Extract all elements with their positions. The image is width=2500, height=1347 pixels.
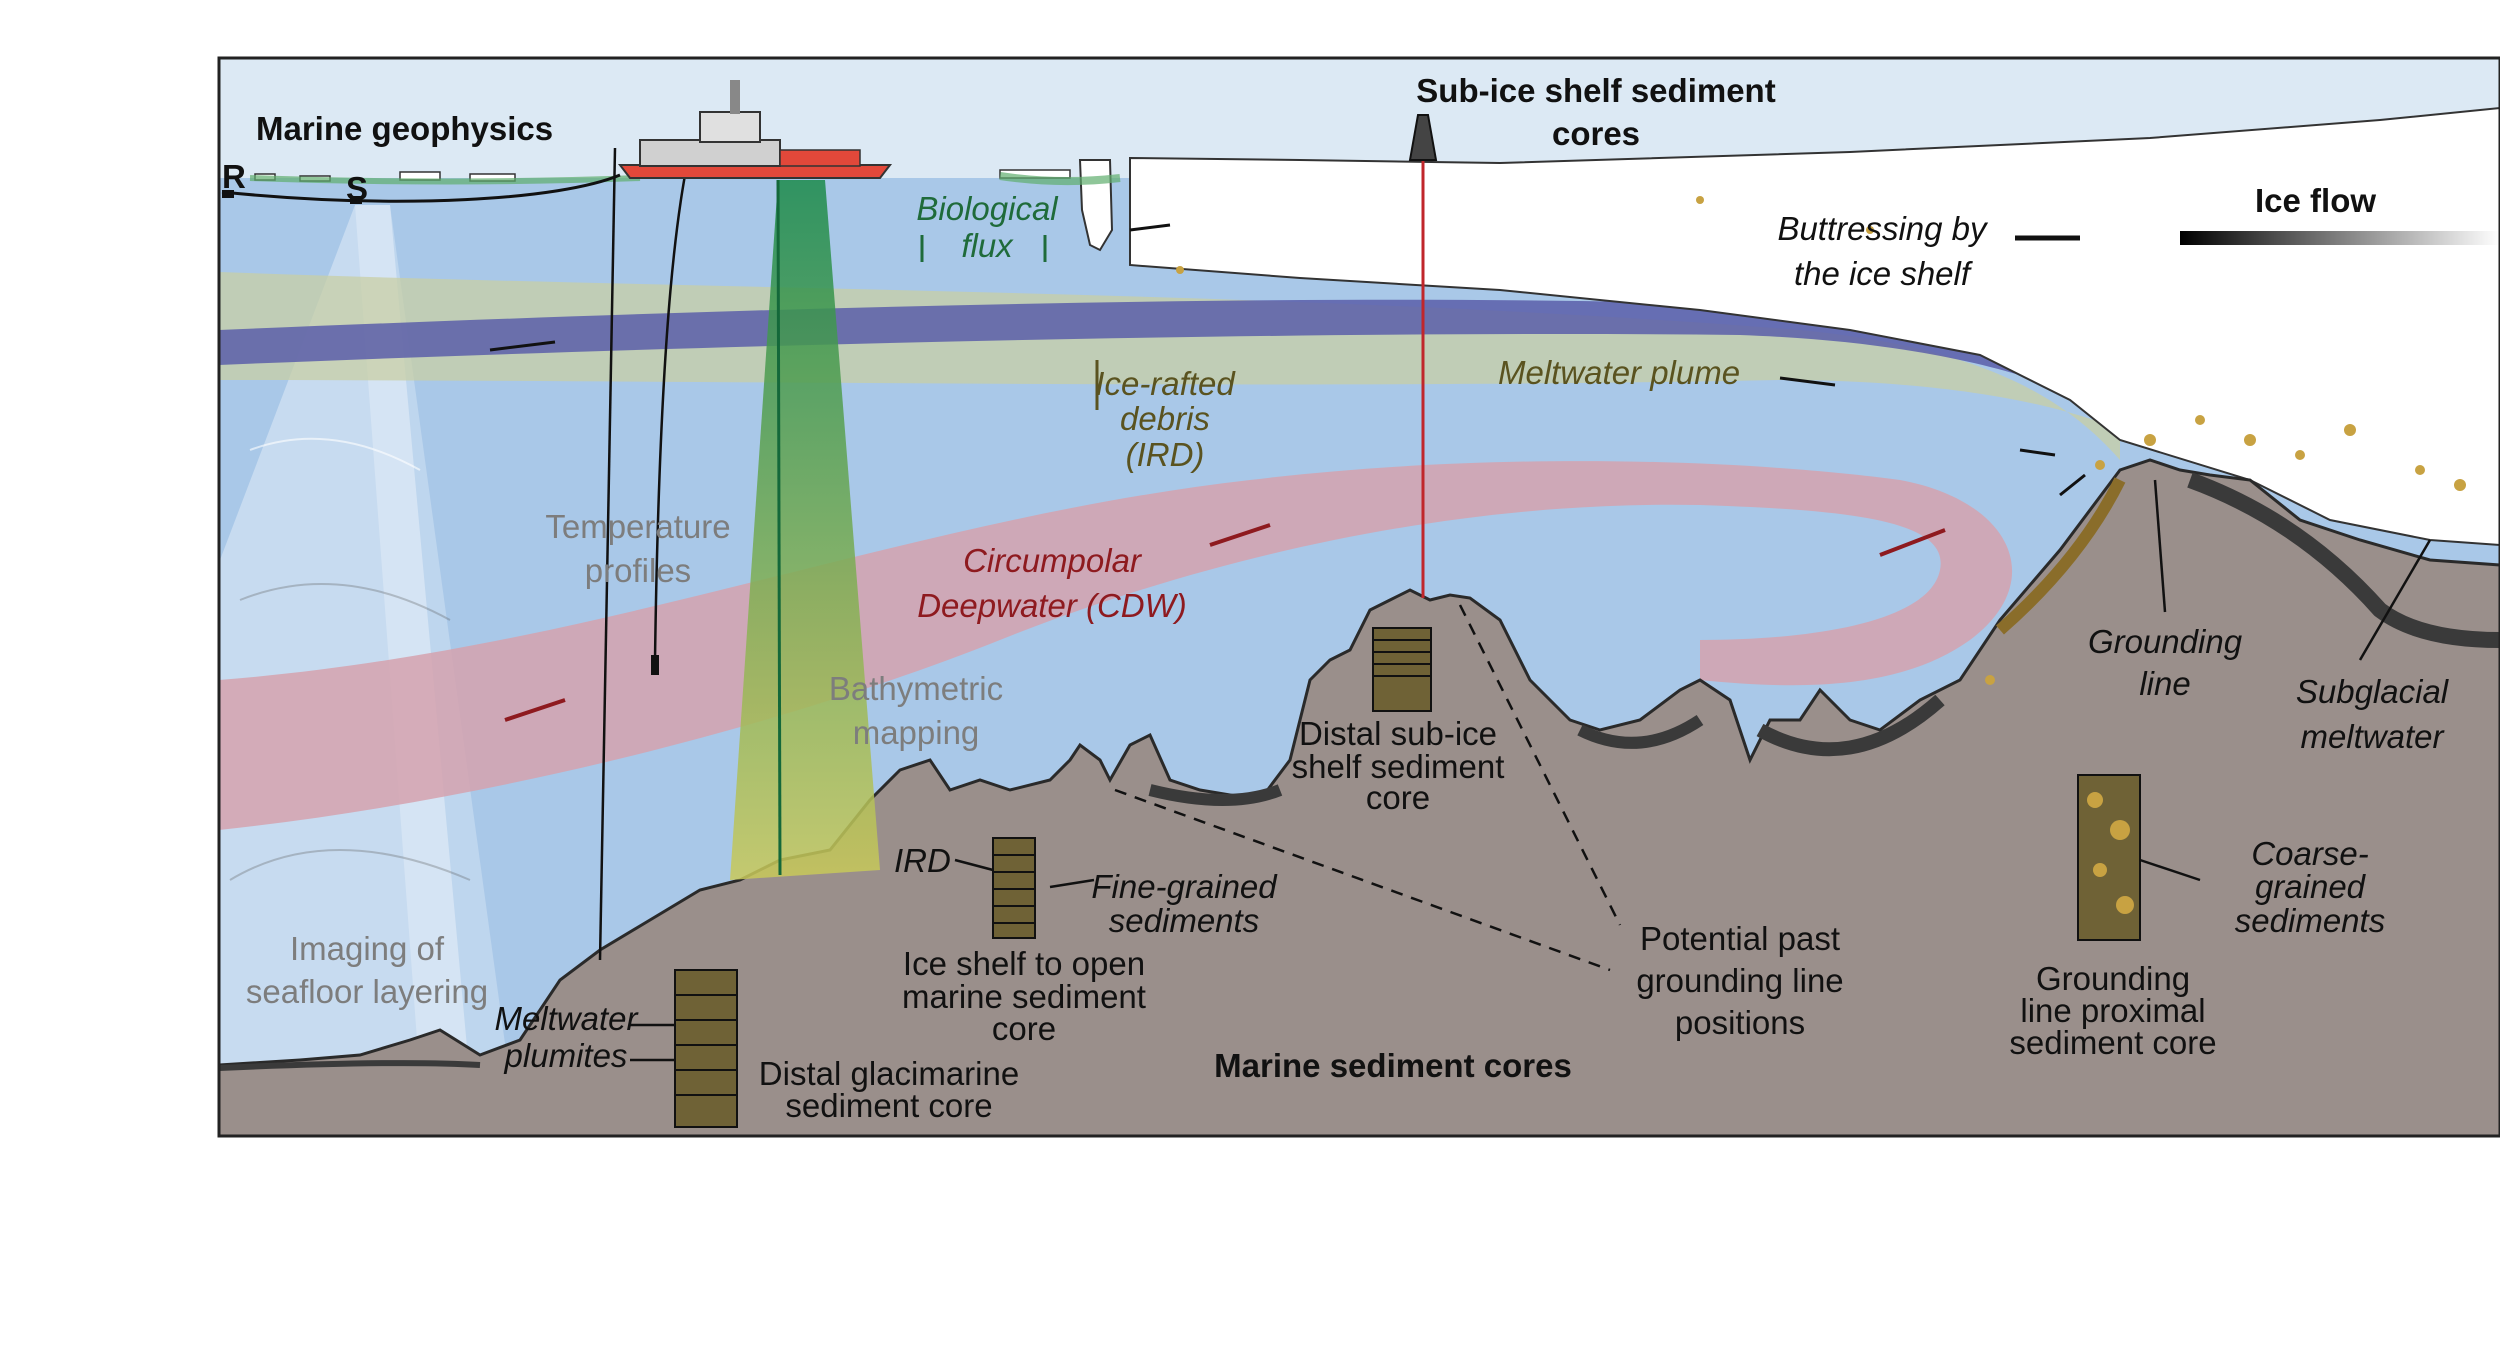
bathymetric-beam xyxy=(730,180,880,880)
label-meltwater-plume: Meltwater plume xyxy=(1498,354,1740,391)
drill-rig xyxy=(1408,114,1438,161)
label-grounding-line: Grounding xyxy=(2088,623,2243,660)
label-cdw: Circumpolar xyxy=(963,542,1143,579)
label-coarse-grained-3: sediments xyxy=(2235,902,2385,939)
leader-lines xyxy=(630,479,2432,1062)
grounding-line-proximal-core xyxy=(2077,774,2141,941)
label-ice-shelf-core-2: marine sediment xyxy=(902,978,1146,1015)
label-distal-sub-ice-2: shelf sediment xyxy=(1292,748,1505,785)
label-marine-geophysics: Marine geophysics xyxy=(256,110,553,147)
label-distal-sub-ice-3: core xyxy=(1366,779,1430,816)
label-buttressing: Buttressing by xyxy=(1777,210,1989,247)
label-gl-proximal-core-2: line proximal xyxy=(2020,992,2205,1029)
label-ird-2: debris xyxy=(1120,400,1210,437)
label-cdw-2: Deepwater (CDW) xyxy=(917,587,1187,624)
debris-particles xyxy=(1176,196,2466,685)
cdw-band xyxy=(219,461,2013,830)
label-ice-shelf-core-3: core xyxy=(992,1010,1056,1047)
label-receiver: R xyxy=(222,158,246,195)
label-plumites: Meltwater xyxy=(494,1000,639,1037)
label-ird: Ice-rafted xyxy=(1095,365,1236,402)
distal-sub-ice-core xyxy=(1372,627,1432,712)
temperature-profile-cable-1 xyxy=(598,147,617,961)
research-vessel xyxy=(617,80,893,179)
seismic-streamer xyxy=(221,173,621,203)
biological-flux-arrows xyxy=(920,235,1047,262)
label-biological-flux-2: flux xyxy=(961,227,1014,264)
label-sub-ice-cores-2: cores xyxy=(1552,115,1640,152)
label-distal-glacimarine: Distal glacimarine xyxy=(759,1055,1019,1092)
meltwater-current-band xyxy=(219,299,2060,385)
label-source: S xyxy=(346,170,368,207)
ctd-probe xyxy=(651,655,659,675)
distal-glacimarine-core xyxy=(674,969,738,1128)
receiver-marker xyxy=(222,190,234,198)
label-coarse-grained-2: grained xyxy=(2255,868,2367,905)
label-imaging-2: seafloor layering xyxy=(246,973,488,1010)
label-imaging: Imaging of xyxy=(290,930,445,967)
diagram-frame xyxy=(217,56,2500,1138)
ice-shelf xyxy=(1129,106,2500,547)
label-temperature-profiles: Temperature xyxy=(545,508,730,545)
label-fine-grained-2: sediments xyxy=(1109,902,1259,939)
source-marker xyxy=(350,196,362,204)
label-potential-past: Potential past xyxy=(1640,920,1840,957)
label-sub-ice-cores: Sub-ice shelf sediment xyxy=(1416,72,1775,109)
label-buttressing-2: the ice shelf xyxy=(1794,255,1974,292)
label-subglacial: Subglacial xyxy=(2296,673,2450,710)
label-biological-flux: Biological xyxy=(916,190,1059,227)
seismic-imaging-cone xyxy=(220,205,470,1080)
seismic-imaging-cone-right xyxy=(355,205,510,1080)
label-bathymetric: Bathymetric xyxy=(829,670,1003,707)
label-fine-grained: Fine-grained xyxy=(1091,868,1278,905)
label-ird-3: (IRD) xyxy=(1126,436,1205,473)
label-coarse-grained: Coarse- xyxy=(2251,835,2368,872)
label-ice-flow: Ice flow xyxy=(2255,182,2376,219)
label-potential-past-2: grounding line xyxy=(1636,962,1843,999)
label-distal-sub-ice: Distal sub-ice xyxy=(1299,715,1497,752)
label-marine-sediment-cores: Marine sediment cores xyxy=(1214,1047,1572,1084)
label-temperature-profiles-2: profiles xyxy=(585,552,691,589)
label-bathymetric-2: mapping xyxy=(853,714,980,751)
cdw-arrows xyxy=(504,523,1946,722)
label-distal-glacimarine-2: sediment core xyxy=(785,1087,992,1124)
label-gl-proximal-core: Grounding xyxy=(2036,960,2190,997)
label-plumites-2: plumites xyxy=(504,1037,628,1074)
label-potential-past-3: positions xyxy=(1675,1004,1805,1041)
flow-arrows xyxy=(489,223,2086,497)
ice-flow-arrow xyxy=(2180,231,2500,245)
label-ice-shelf-core: Ice shelf to open xyxy=(903,945,1145,982)
label-gl-proximal-core-3: sediment core xyxy=(2009,1024,2216,1061)
label-ird-short: IRD xyxy=(894,842,951,879)
label-grounding-line-2: line xyxy=(2139,665,2190,702)
ice-shelf-to-open-marine-core xyxy=(992,837,1036,939)
label-subglacial-2: meltwater xyxy=(2300,718,2445,755)
